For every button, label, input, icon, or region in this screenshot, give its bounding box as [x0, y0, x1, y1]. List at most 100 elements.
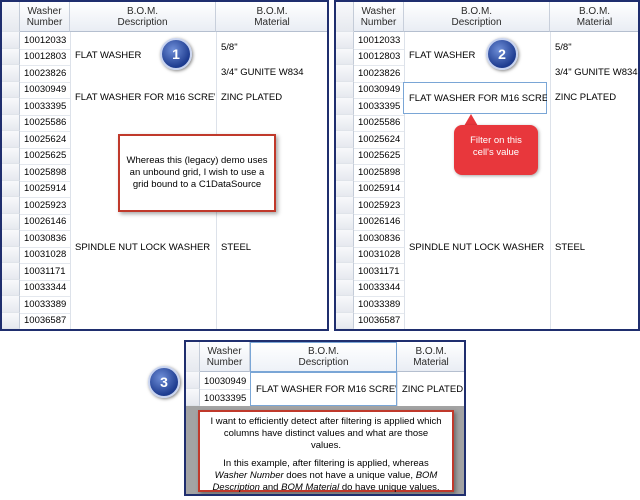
cell-washer-number[interactable]: 10012033 — [358, 34, 401, 46]
cell-washer-number[interactable]: 10030949 — [204, 375, 247, 387]
row-header[interactable] — [336, 246, 354, 263]
cell-description[interactable]: FLAT WASHER — [409, 49, 476, 61]
row-header[interactable] — [336, 279, 354, 296]
cell-material[interactable]: 3/4" GUNITE W834 — [555, 66, 638, 78]
row-header[interactable] — [2, 197, 20, 214]
row-header[interactable] — [2, 81, 20, 98]
cell-material[interactable]: ZINC PLATED — [402, 383, 464, 395]
col-header-washer-number[interactable]: Washer Number — [20, 2, 70, 32]
cell-material[interactable]: STEEL — [221, 241, 252, 253]
row-header[interactable] — [186, 389, 200, 406]
row-header[interactable] — [336, 32, 354, 49]
row-header[interactable] — [2, 147, 20, 164]
col-header-washer-number[interactable]: Washer Number — [200, 342, 250, 372]
row-header[interactable] — [2, 213, 20, 230]
cell-washer-number[interactable]: 10025923 — [358, 199, 401, 211]
row-header[interactable] — [2, 180, 20, 197]
cell-washer-number[interactable]: 10012803 — [358, 51, 401, 63]
cell-washer-number[interactable]: 10025923 — [24, 199, 67, 211]
row-header[interactable] — [336, 164, 354, 181]
col-header-bom-material[interactable]: B.O.M. Material — [550, 2, 638, 32]
cell-washer-number[interactable]: 10033395 — [24, 100, 67, 112]
cell-washer-number[interactable]: 10033389 — [24, 298, 67, 310]
row-header[interactable] — [2, 65, 20, 82]
row-header[interactable] — [336, 180, 354, 197]
cell-washer-number[interactable]: 10023826 — [24, 67, 67, 79]
row-header[interactable] — [336, 263, 354, 280]
row-header[interactable] — [2, 246, 20, 263]
cell-description[interactable]: SPINDLE NUT LOCK WASHER — [409, 241, 545, 253]
row-header[interactable] — [336, 230, 354, 247]
row-header[interactable] — [336, 147, 354, 164]
cell-washer-number[interactable]: 10036587 — [358, 315, 401, 327]
cell-washer-number[interactable]: 10025625 — [24, 150, 67, 162]
row-header[interactable] — [2, 230, 20, 247]
col-header-bom-description[interactable]: B.O.M. Description — [70, 2, 216, 32]
selected-cell[interactable] — [250, 372, 397, 406]
cell-material[interactable]: 3/4" GUNITE W834 — [221, 66, 304, 78]
cell-washer-number[interactable]: 10025586 — [358, 117, 401, 129]
cell-washer-number[interactable]: 10025624 — [358, 133, 401, 145]
row-header[interactable] — [336, 65, 354, 82]
row-header[interactable] — [336, 312, 354, 329]
row-header[interactable] — [336, 114, 354, 131]
cell-washer-number[interactable]: 10031171 — [24, 265, 66, 277]
cell-description-selected[interactable]: FLAT WASHER FOR M16 SCREW — [409, 92, 547, 104]
cell-washer-number[interactable]: 10033395 — [358, 100, 401, 112]
row-header[interactable] — [2, 98, 20, 115]
cell-washer-number[interactable]: 10031028 — [24, 249, 67, 261]
cell-material[interactable]: 5/8" — [221, 41, 238, 53]
row-header[interactable] — [2, 279, 20, 296]
cell-washer-number[interactable]: 10030836 — [358, 232, 401, 244]
cell-material[interactable]: STEEL — [555, 241, 586, 253]
cell-washer-number[interactable]: 10033389 — [358, 298, 401, 310]
cell-material[interactable]: ZINC PLATED — [221, 91, 283, 103]
row-header[interactable] — [336, 48, 354, 65]
cell-washer-number[interactable]: 10025898 — [24, 166, 67, 178]
row-header[interactable] — [336, 296, 354, 313]
cell-washer-number[interactable]: 10036587 — [24, 315, 67, 327]
cell-washer-number[interactable]: 10012033 — [24, 34, 67, 46]
cell-description[interactable]: FLAT WASHER FOR M16 SCREW — [75, 91, 215, 103]
cell-material[interactable]: 5/8" — [555, 41, 572, 53]
row-header[interactable] — [336, 98, 354, 115]
cell-washer-number[interactable]: 10033344 — [24, 282, 67, 294]
cell-washer-number[interactable]: 10025898 — [358, 166, 401, 178]
row-header[interactable] — [186, 372, 200, 389]
col-header-bom-description[interactable]: B.O.M. Description — [250, 342, 397, 372]
col-header-washer-number[interactable]: Washer Number — [354, 2, 404, 32]
row-header[interactable] — [336, 197, 354, 214]
row-header[interactable] — [2, 131, 20, 148]
cell-washer-number[interactable]: 10025914 — [358, 183, 401, 195]
cell-description[interactable]: SPINDLE NUT LOCK WASHER — [75, 241, 211, 253]
row-header[interactable] — [2, 48, 20, 65]
selected-cell[interactable] — [403, 82, 547, 114]
cell-washer-number[interactable]: 10025624 — [24, 133, 67, 145]
col-header-bom-material[interactable]: B.O.M. Material — [216, 2, 327, 32]
cell-washer-number[interactable]: 10012803 — [24, 51, 67, 63]
col-header-bom-description[interactable]: B.O.M. Description — [404, 2, 550, 32]
row-header[interactable] — [2, 296, 20, 313]
row-header[interactable] — [2, 114, 20, 131]
row-header[interactable] — [2, 32, 20, 49]
cell-description[interactable]: FLAT WASHER FOR M16 SCREW — [256, 383, 396, 395]
cell-washer-number[interactable]: 10033344 — [358, 282, 401, 294]
cell-material[interactable]: ZINC PLATED — [555, 91, 617, 103]
cell-washer-number[interactable]: 10030836 — [24, 232, 67, 244]
cell-description[interactable]: FLAT WASHER — [75, 49, 142, 61]
cell-washer-number[interactable]: 10033395 — [204, 392, 247, 404]
col-header-bom-material[interactable]: B.O.M. Material — [397, 342, 464, 372]
cell-washer-number[interactable]: 10025914 — [24, 183, 67, 195]
cell-washer-number[interactable]: 10030949 — [358, 84, 401, 96]
row-header[interactable] — [2, 263, 20, 280]
row-header[interactable] — [336, 81, 354, 98]
row-header[interactable] — [336, 213, 354, 230]
row-header[interactable] — [336, 131, 354, 148]
cell-washer-number[interactable]: 10025625 — [358, 150, 401, 162]
cell-washer-number[interactable]: 10023826 — [358, 67, 401, 79]
cell-washer-number[interactable]: 10025586 — [24, 117, 67, 129]
cell-washer-number[interactable]: 10030949 — [24, 84, 67, 96]
cell-washer-number[interactable]: 10026146 — [24, 216, 67, 228]
cell-washer-number[interactable]: 10031028 — [358, 249, 401, 261]
cell-washer-number[interactable]: 10031171 — [358, 265, 400, 277]
